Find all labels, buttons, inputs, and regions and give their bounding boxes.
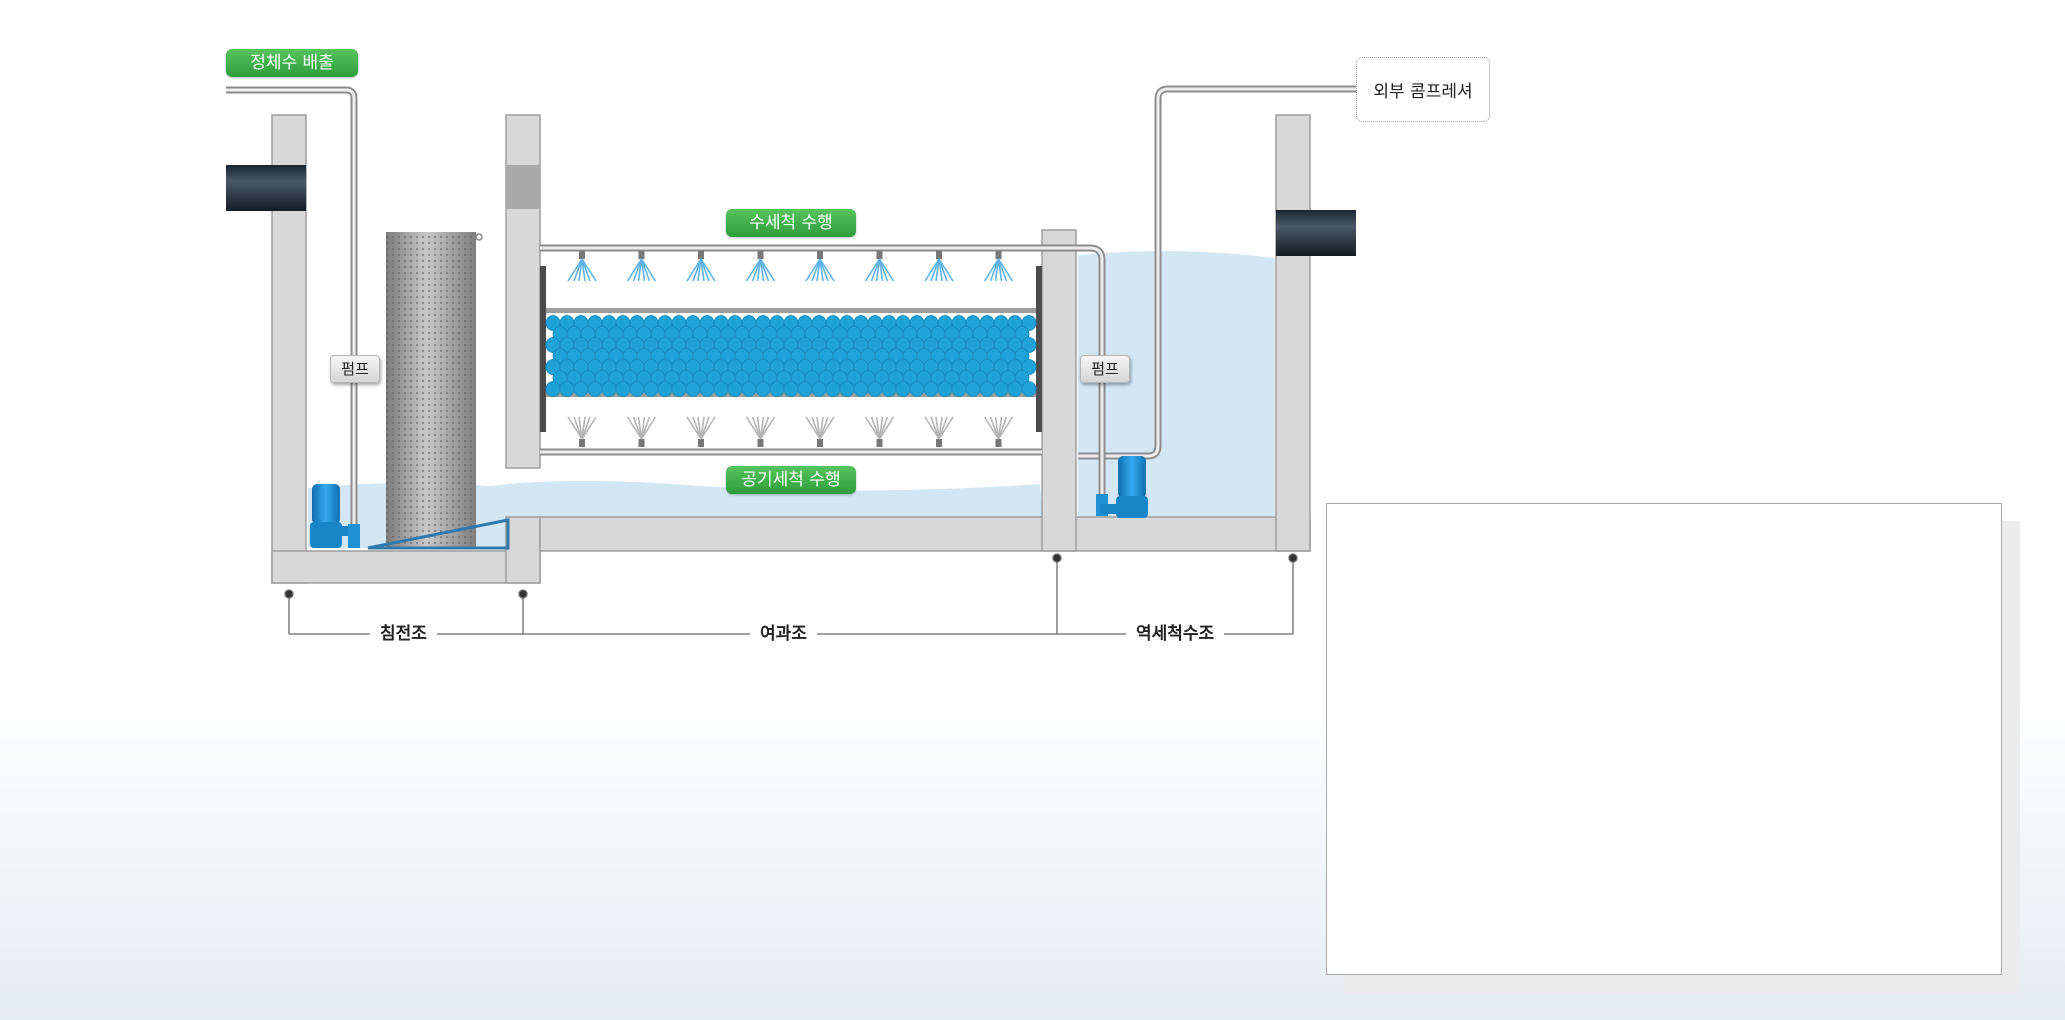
zone-backwash-label: 역세척수조	[1126, 623, 1225, 645]
media-ball	[839, 381, 855, 397]
media-ball	[937, 381, 953, 397]
media-ball	[923, 381, 939, 397]
spray-nozzle	[864, 416, 895, 447]
media-ball	[573, 381, 589, 397]
compressor-air-line	[1078, 85, 1356, 460]
media-ball	[797, 381, 813, 397]
right-pump-label: 펌프	[1080, 355, 1130, 383]
spray-nozzle	[626, 416, 657, 447]
right-pump	[1096, 456, 1148, 518]
filter-media-balls	[545, 315, 1037, 397]
spray-nozzle	[924, 251, 954, 282]
spray-nozzle	[805, 416, 835, 447]
spray-nozzle	[626, 251, 657, 282]
media-ball	[867, 381, 883, 397]
spray-nozzle	[924, 416, 954, 447]
drain-label: 정체수 배출	[226, 49, 358, 77]
air-spray-nozzles	[567, 416, 1014, 447]
media-ball	[587, 381, 603, 397]
inlet-pipe	[226, 165, 306, 211]
media-ball	[909, 381, 925, 397]
media-ball	[629, 381, 645, 397]
media-ball	[979, 381, 995, 397]
media-ball	[671, 381, 687, 397]
spray-nozzle	[567, 416, 597, 447]
media-ball	[713, 381, 729, 397]
zone-filter-label: 여과조	[750, 623, 817, 645]
media-ball	[951, 381, 967, 397]
media-ball	[601, 381, 617, 397]
media-ball	[783, 381, 799, 397]
inset-3d-frame	[1326, 503, 2002, 975]
compressor-box: 외부 콤프레셔	[1356, 57, 1490, 122]
wash-water-pipe	[540, 244, 1106, 495]
zone-settling-label: 침전조	[370, 623, 437, 645]
water-spray-nozzles	[567, 251, 1014, 282]
spray-nozzle	[745, 251, 776, 282]
media-ball	[1007, 381, 1023, 397]
left-pump-label: 펌프	[330, 355, 380, 383]
media-ball	[1014, 370, 1030, 386]
media-ball	[685, 381, 701, 397]
media-ball	[741, 381, 757, 397]
media-ball	[853, 381, 869, 397]
media-ball	[825, 381, 841, 397]
media-ball	[1021, 337, 1037, 353]
spray-nozzle	[686, 251, 716, 282]
spray-nozzle	[864, 251, 895, 282]
drain-pipe	[226, 86, 358, 530]
media-ball	[769, 381, 785, 397]
spray-nozzle	[745, 416, 776, 447]
media-ball	[965, 381, 981, 397]
media-ball	[615, 381, 631, 397]
media-ball	[755, 381, 771, 397]
spray-nozzle	[805, 251, 835, 282]
media-ball	[811, 381, 827, 397]
air-wash-label: 공기세척 수행	[726, 466, 856, 494]
media-ball	[699, 381, 715, 397]
spray-nozzle	[686, 416, 716, 447]
mesh-filter-cylinder	[386, 232, 483, 548]
media-ball	[727, 381, 743, 397]
media-ball	[881, 381, 897, 397]
left-pump	[310, 484, 360, 548]
media-ball	[1021, 315, 1037, 331]
media-ball	[545, 381, 561, 397]
media-ball	[1014, 348, 1030, 364]
wall-opening	[506, 165, 540, 209]
spray-nozzle	[983, 251, 1014, 282]
water-wash-label: 수세척 수행	[726, 209, 856, 237]
spray-nozzle	[567, 251, 597, 282]
media-ball	[1021, 381, 1037, 397]
media-ball	[657, 381, 673, 397]
media-ball	[1021, 359, 1037, 375]
media-ball	[895, 381, 911, 397]
media-ball	[559, 381, 575, 397]
media-ball	[1014, 326, 1030, 342]
media-ball	[993, 381, 1009, 397]
spray-nozzle	[983, 416, 1014, 447]
outlet-pipe	[1276, 210, 1356, 256]
media-ball	[643, 381, 659, 397]
compressor-label: 외부 콤프레셔	[1373, 82, 1473, 102]
